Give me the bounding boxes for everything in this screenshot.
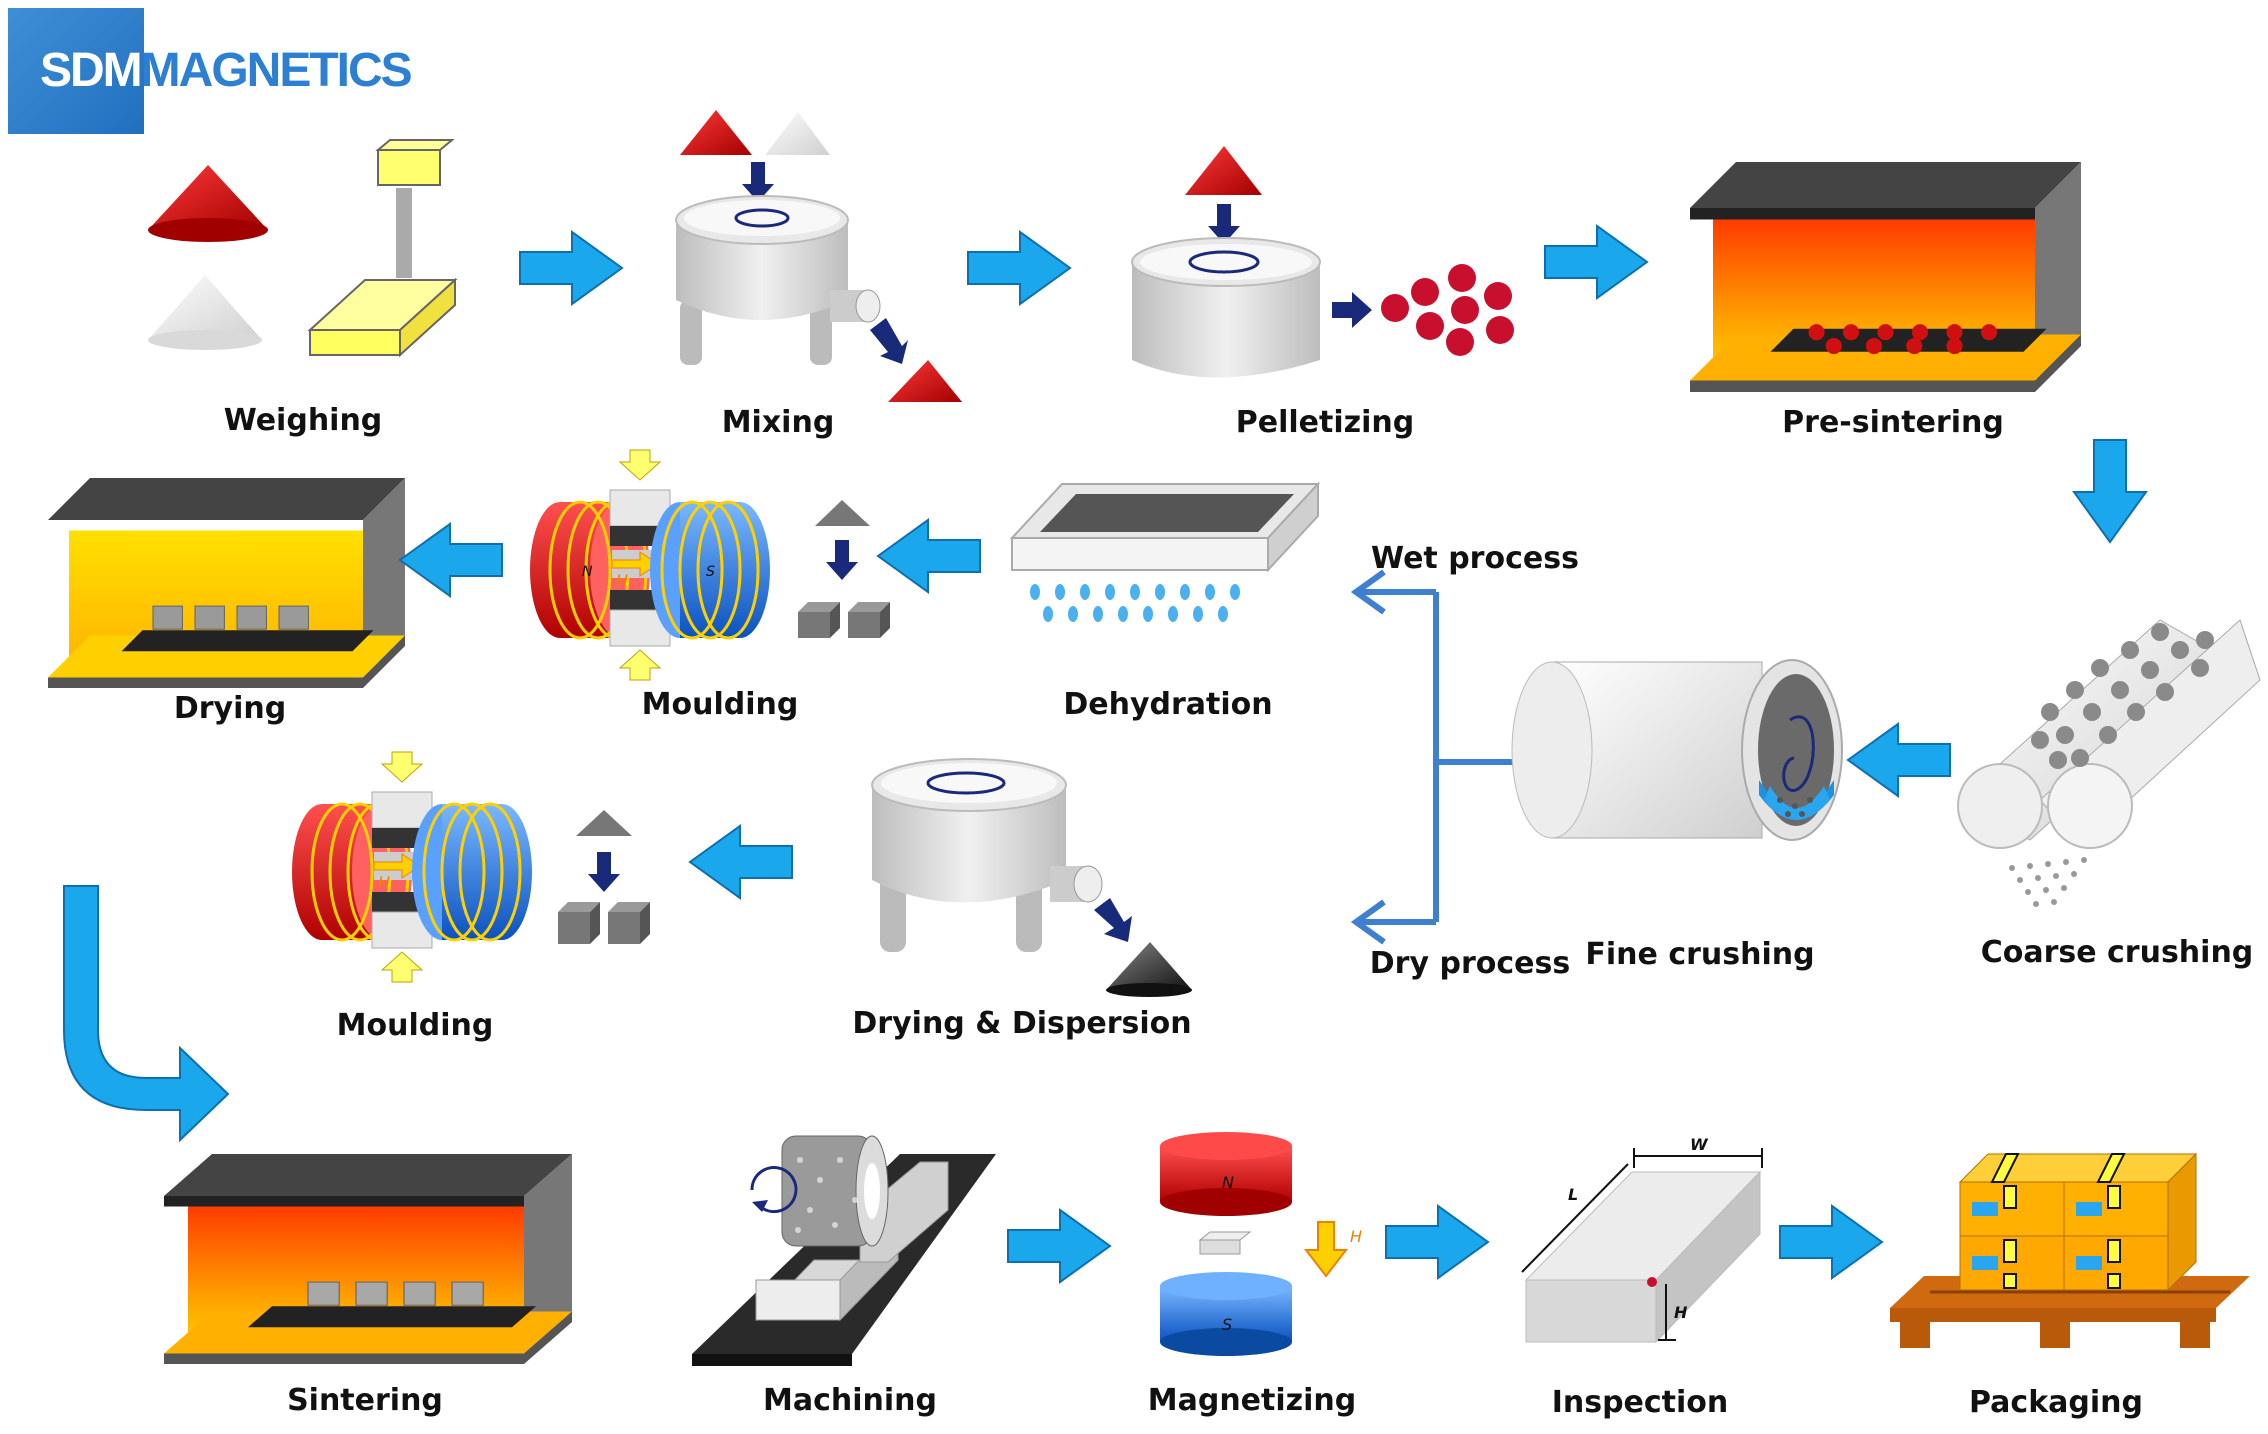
- label-dry-process: Dry process: [1370, 946, 1570, 981]
- flow-arrow-10: [1007, 1209, 1111, 1283]
- dimension-w-label: W: [1690, 1135, 1709, 1154]
- dehydration-illustration: [1009, 481, 1321, 622]
- flow-arrow-2: [967, 231, 1071, 305]
- dimension-h-label: H: [1674, 1303, 1688, 1322]
- sintering-furnace: [164, 1154, 572, 1364]
- field-label-2: H: [378, 873, 390, 892]
- label-magnetizing: Magnetizing: [1148, 1383, 1356, 1418]
- moulding-press-1: N H S: [530, 449, 770, 681]
- label-weighing: Weighing: [224, 403, 383, 438]
- inspection-illustration: W L H: [1521, 1135, 1763, 1344]
- compacts-2: [558, 810, 650, 944]
- pelletizing-illustration: [1131, 146, 1514, 378]
- flow-arrow-11: [1385, 1205, 1489, 1279]
- logo-sdm-text: SDM: [40, 44, 143, 97]
- packaging-illustration: [1890, 1152, 2250, 1348]
- flow-arrow-8: [689, 825, 793, 899]
- south-pole-label: S: [706, 564, 715, 580]
- presintering-furnace: [1690, 162, 2081, 392]
- flow-arrow-3: [1544, 225, 1648, 299]
- label-moulding-2: Moulding: [337, 1008, 494, 1043]
- flow-arrow-5: [399, 523, 503, 597]
- flow-arrow-9: [63, 885, 230, 1143]
- dimension-l-label: L: [1568, 1185, 1578, 1204]
- label-machining: Machining: [763, 1383, 937, 1418]
- label-presintering: Pre-sintering: [1782, 405, 2004, 440]
- flow-arrow-6: [877, 519, 981, 593]
- label-packaging: Packaging: [1969, 1385, 2143, 1420]
- label-moulding-1: Moulding: [642, 687, 799, 722]
- drying-furnace: [48, 478, 405, 688]
- moulding-press-2: H: [292, 751, 532, 983]
- magnetizing-field-label: H: [1350, 1227, 1362, 1246]
- magnetizing-illustration: N S H: [1160, 1132, 1362, 1356]
- logo-badge: [8, 8, 144, 134]
- label-coarse-crushing: Coarse crushing: [1981, 935, 2254, 970]
- weighing-illustration: [148, 139, 458, 358]
- label-mixing: Mixing: [722, 405, 835, 440]
- drying-dispersion-illustration: [871, 758, 1192, 997]
- flow-arrow-4: [2073, 439, 2147, 543]
- machining-illustration: [692, 1135, 996, 1366]
- label-fine-crushing: Fine crushing: [1585, 937, 1814, 972]
- wet-dry-branch: [1350, 569, 1520, 945]
- logo-magnetics-text: MAGNETICS: [140, 44, 413, 97]
- north-pole-label: N: [582, 564, 593, 580]
- label-drying: Drying: [174, 691, 286, 726]
- compacts-1: [798, 500, 890, 638]
- coarse-crushing-rollers: [1957, 619, 2261, 907]
- magnet-south-label: S: [1222, 1315, 1232, 1334]
- logo: SDMMAGNETICS: [40, 36, 413, 106]
- label-dehydration: Dehydration: [1063, 687, 1272, 722]
- fine-crushing-mill: [1511, 659, 1843, 841]
- field-label-1: H: [616, 571, 628, 590]
- magnet-north-label: N: [1222, 1173, 1234, 1192]
- flow-arrow-12: [1779, 1205, 1883, 1279]
- flow-arrow-1: [519, 231, 623, 305]
- label-inspection: Inspection: [1552, 1385, 1729, 1420]
- flow-arrow-7: [1847, 723, 1951, 797]
- label-sintering: Sintering: [287, 1383, 443, 1418]
- label-wet-process: Wet process: [1371, 541, 1579, 576]
- label-drying-dispersion: Drying & Dispersion: [852, 1006, 1191, 1041]
- label-pelletizing: Pelletizing: [1236, 405, 1414, 440]
- mixing-illustration: [675, 110, 962, 402]
